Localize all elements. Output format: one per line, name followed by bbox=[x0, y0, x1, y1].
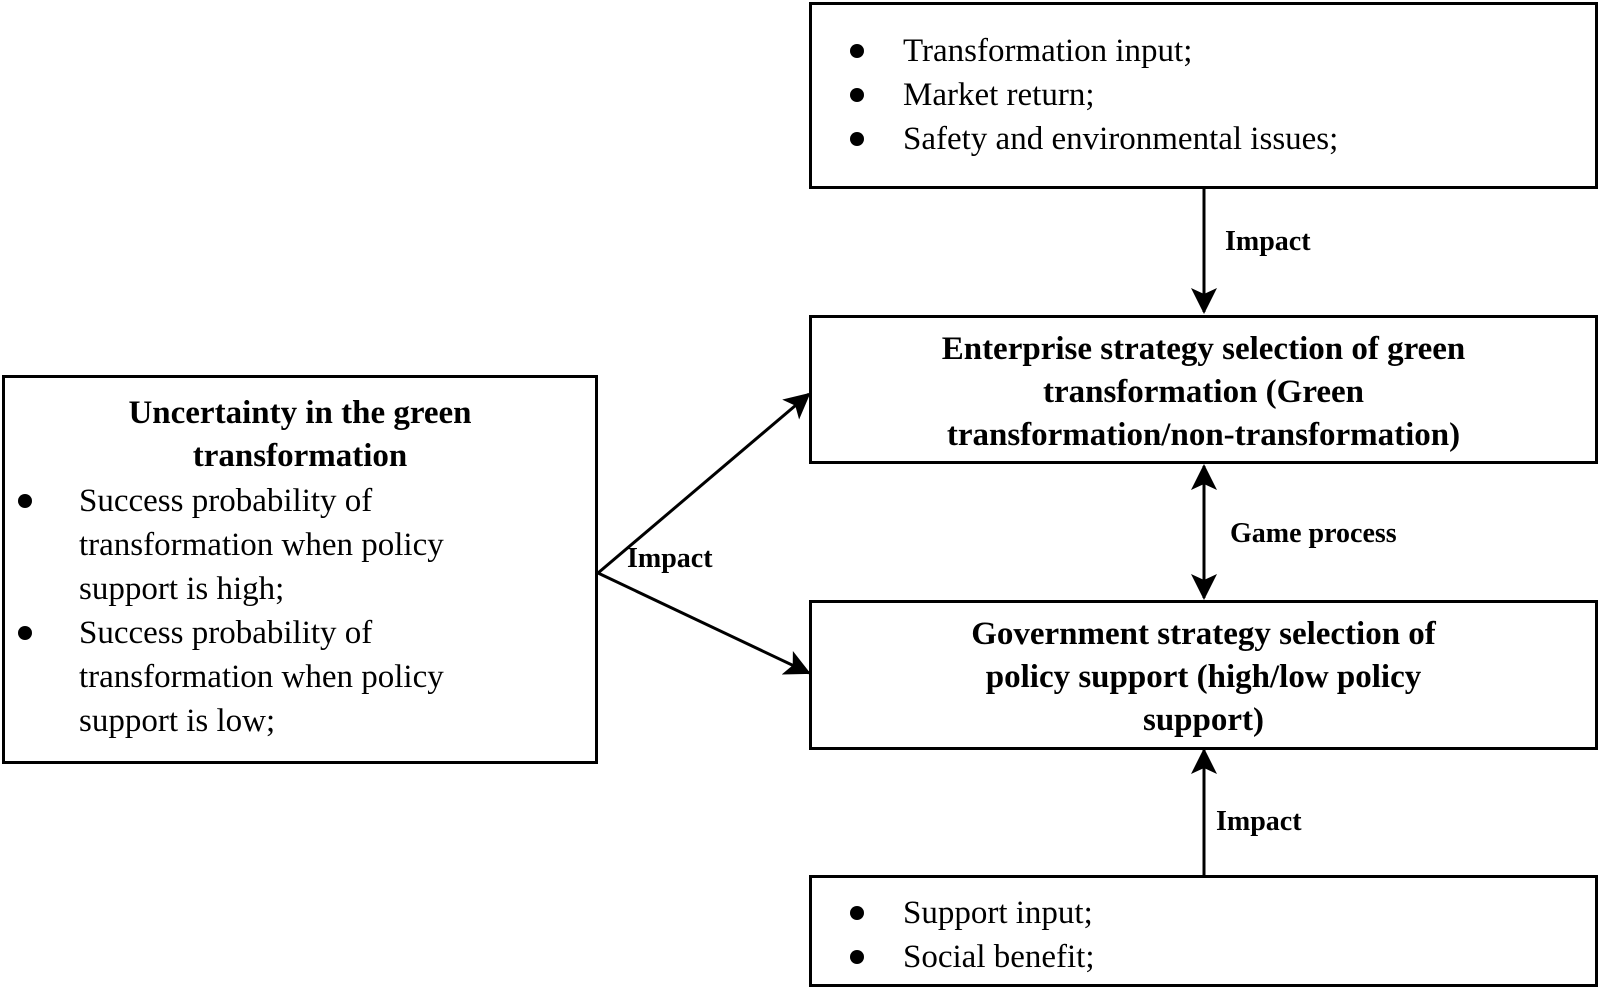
game-process-label: Game process bbox=[1230, 518, 1397, 549]
list-item-text: Transformation input; bbox=[903, 33, 1193, 69]
impact-label-left: Impact bbox=[627, 543, 713, 574]
title-line: policy support (high/low policy bbox=[985, 659, 1422, 695]
list-item-line: transformation when policy bbox=[79, 659, 444, 695]
transformation-factors-box: Transformation input; Market return; Saf… bbox=[809, 2, 1598, 189]
list-item-text: Market return; bbox=[903, 77, 1095, 113]
government-strategy-title: Government strategy selection of policy … bbox=[812, 613, 1595, 742]
list-item: Safety and environmental issues; bbox=[830, 117, 1595, 161]
uncertainty-title: Uncertainty in the green transformation bbox=[5, 392, 595, 478]
title-line: Uncertainty in the green bbox=[128, 395, 472, 431]
bullet-icon bbox=[850, 906, 864, 920]
support-factors-box: Support input; Social benefit; bbox=[809, 875, 1598, 987]
support-factors-list: Support input; Social benefit; bbox=[830, 891, 1595, 979]
enterprise-strategy-box: Enterprise strategy selection of green t… bbox=[809, 315, 1598, 464]
list-item-text: Social benefit; bbox=[903, 939, 1095, 975]
list-item: Market return; bbox=[830, 73, 1595, 117]
list-item: Transformation input; bbox=[830, 29, 1595, 73]
title-line: Government strategy selection of bbox=[971, 616, 1436, 652]
list-item: Success probability of transformation wh… bbox=[5, 611, 595, 743]
arrow-uncertainty-to-enterprise bbox=[597, 392, 811, 575]
bullet-icon bbox=[18, 626, 32, 640]
list-item-line: support is low; bbox=[79, 703, 276, 739]
list-item-line: Success probability of bbox=[79, 483, 373, 519]
list-item: Support input; bbox=[830, 891, 1595, 935]
title-line: transformation/non-transformation) bbox=[946, 417, 1461, 453]
transformation-factors-list: Transformation input; Market return; Saf… bbox=[830, 29, 1595, 161]
enterprise-strategy-title: Enterprise strategy selection of green t… bbox=[812, 328, 1595, 457]
government-strategy-box: Government strategy selection of policy … bbox=[809, 600, 1598, 750]
bullet-icon bbox=[850, 88, 864, 102]
uncertainty-list: Success probability of transformation wh… bbox=[5, 479, 595, 743]
uncertainty-box: Uncertainty in the green transformation … bbox=[2, 375, 598, 764]
title-line: transformation (Green bbox=[1042, 374, 1365, 410]
list-item-line: support is high; bbox=[79, 571, 285, 607]
title-line: Enterprise strategy selection of green bbox=[941, 331, 1466, 367]
title-line: support) bbox=[1142, 702, 1265, 738]
bullet-icon bbox=[850, 132, 864, 146]
bullet-icon bbox=[18, 494, 32, 508]
impact-label-bottom: Impact bbox=[1216, 806, 1302, 837]
list-item-line: Success probability of bbox=[79, 615, 373, 651]
bullet-icon bbox=[850, 44, 864, 58]
list-item: Social benefit; bbox=[830, 935, 1595, 979]
arrow-uncertainty-to-government bbox=[597, 571, 811, 675]
bullet-icon bbox=[850, 950, 864, 964]
list-item-text: Support input; bbox=[903, 895, 1093, 931]
impact-label-top: Impact bbox=[1225, 226, 1311, 257]
list-item-line: transformation when policy bbox=[79, 527, 444, 563]
title-line: transformation bbox=[192, 438, 408, 474]
list-item-text: Safety and environmental issues; bbox=[903, 121, 1339, 157]
list-item: Success probability of transformation wh… bbox=[5, 479, 595, 611]
